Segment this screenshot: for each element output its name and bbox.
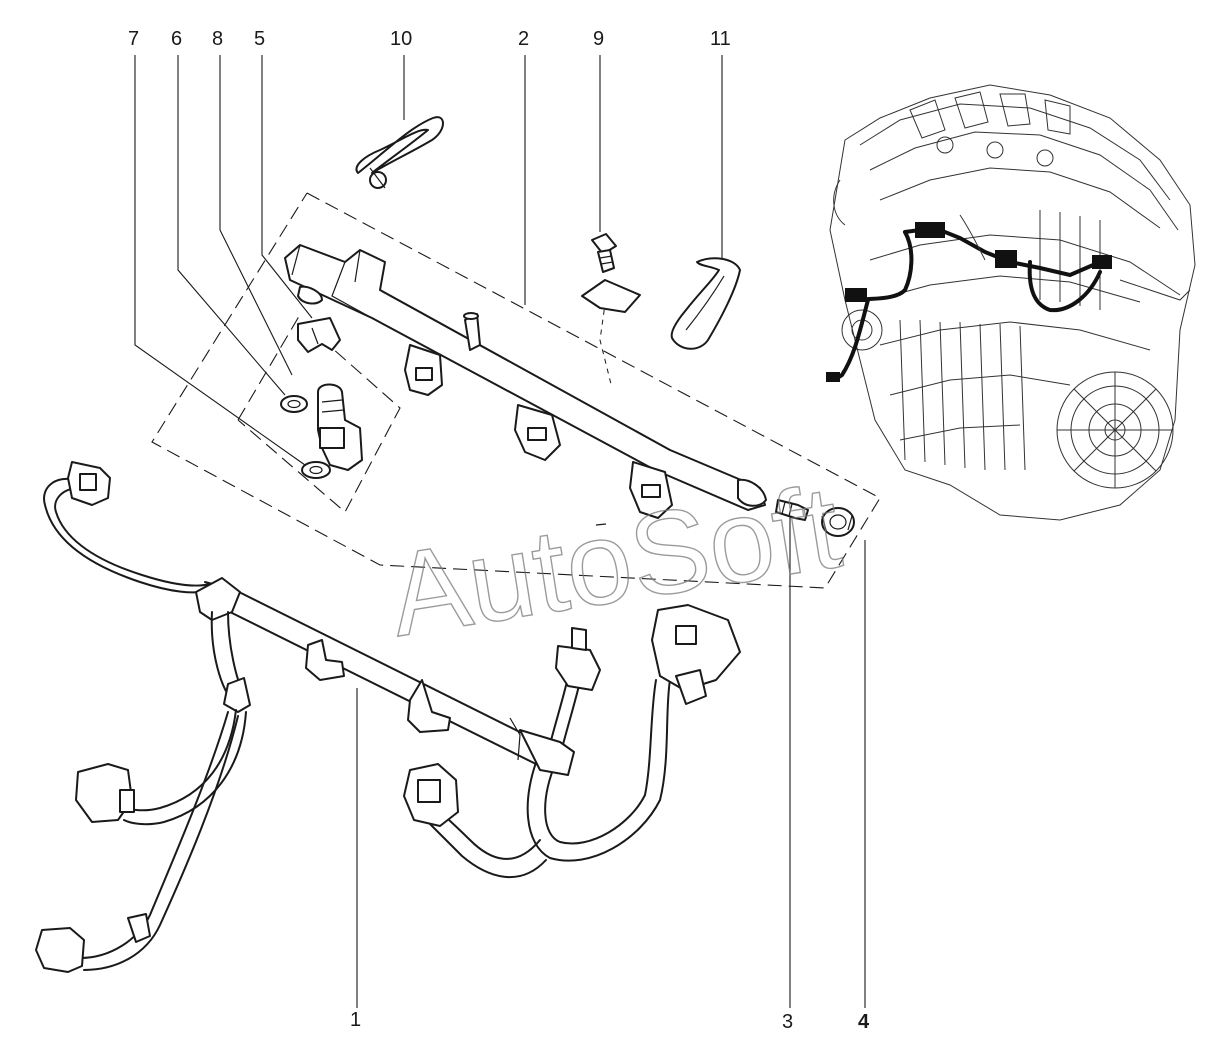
callout-8: 8 xyxy=(212,28,223,50)
cap-4 xyxy=(821,507,855,537)
callout-11: 11 xyxy=(710,28,731,50)
bolt-9 xyxy=(591,233,617,273)
callout-2: 2 xyxy=(518,28,529,50)
wire-clip-10 xyxy=(355,116,444,189)
callout-7: 7 xyxy=(128,28,139,50)
callout-9: 9 xyxy=(593,28,604,50)
leader-lines xyxy=(134,55,866,1008)
watermark: AutoSoft xyxy=(381,461,849,662)
center-mark xyxy=(595,523,607,526)
callout-1: 1 xyxy=(350,1009,361,1031)
o-ring-7 xyxy=(301,461,331,479)
callout-6: 6 xyxy=(171,28,182,50)
assembly-boundaries xyxy=(151,192,881,589)
engine-overview xyxy=(826,84,1196,521)
wiring-harness-1 xyxy=(35,461,741,973)
callout-4: 4 xyxy=(858,1011,870,1033)
clip-5 xyxy=(297,317,341,353)
wire-clip-11 xyxy=(670,257,741,350)
pressure-sensor-3 xyxy=(775,499,809,521)
injector-6 xyxy=(317,383,363,471)
o-ring-8 xyxy=(280,395,308,413)
fuel-rail-2 xyxy=(284,244,767,519)
callout-3: 3 xyxy=(782,1011,793,1033)
callout-10: 10 xyxy=(390,28,412,50)
callout-5: 5 xyxy=(254,28,265,50)
